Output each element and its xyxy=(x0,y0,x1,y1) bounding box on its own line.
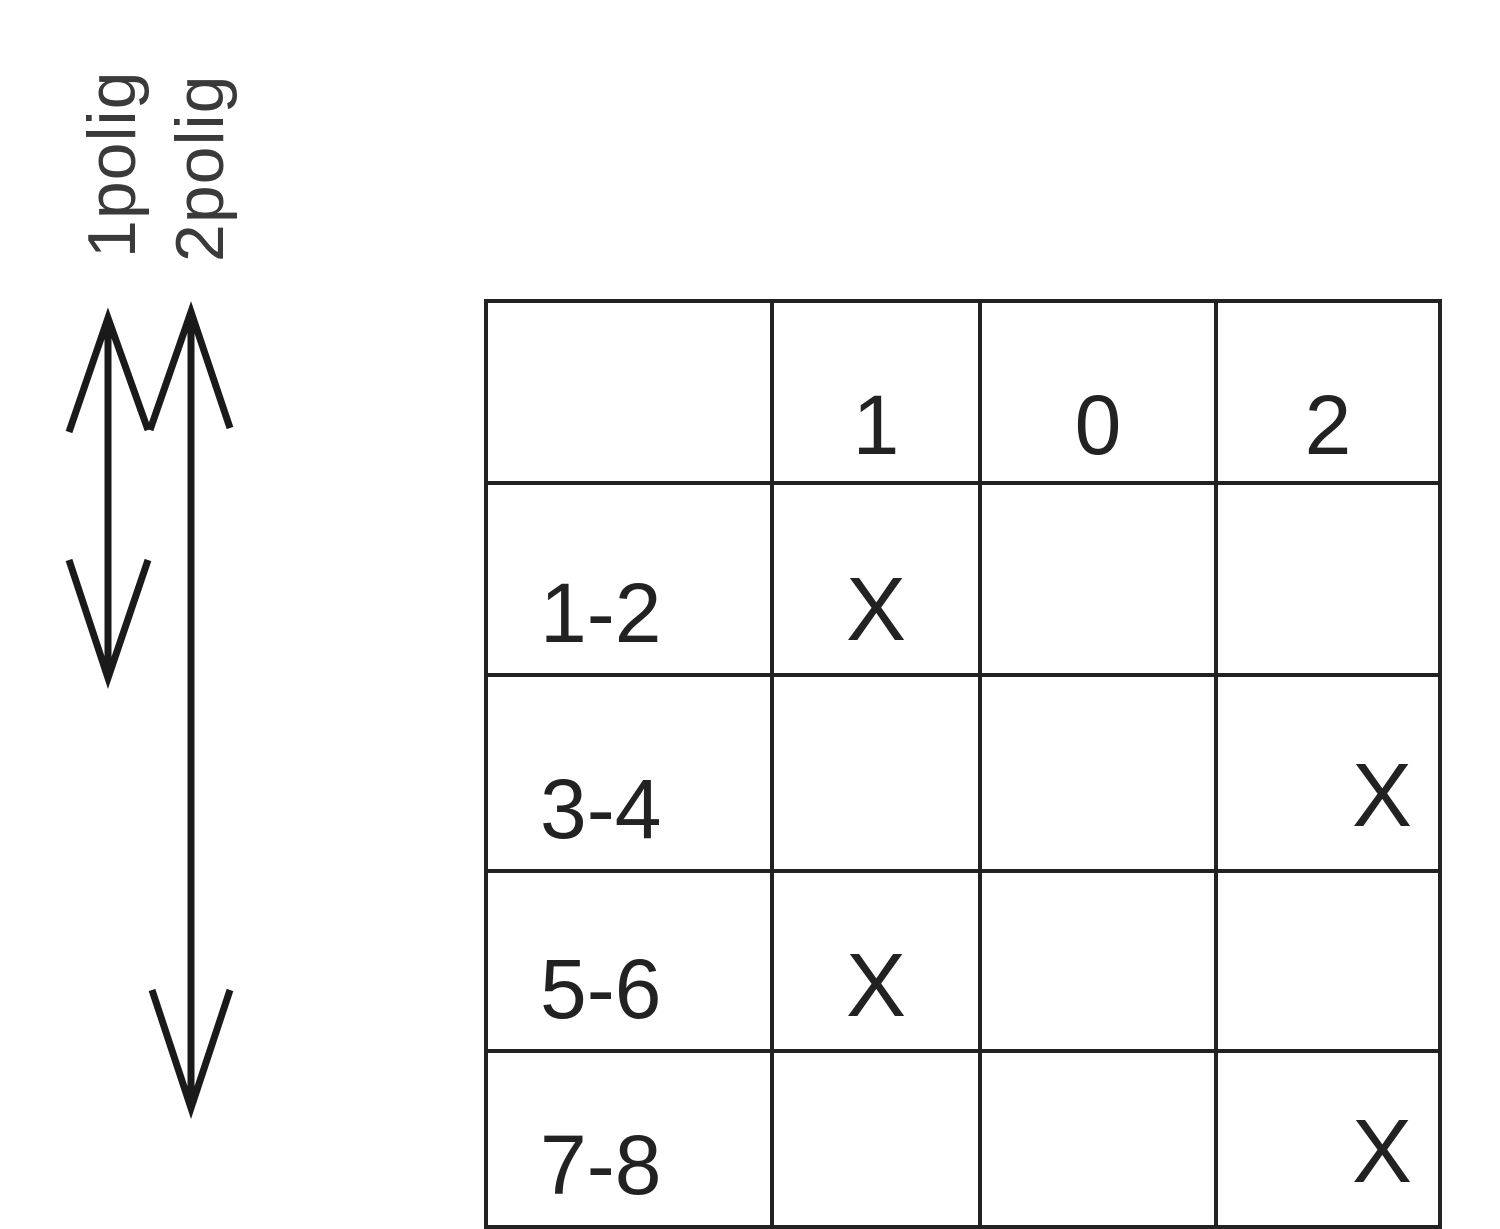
double-arrow-2polig-icon xyxy=(146,301,234,1120)
cell-pos2: X xyxy=(1214,673,1442,873)
table-header-row: 1 0 2 xyxy=(484,299,1442,485)
header-position-2: 2 xyxy=(1214,299,1442,485)
contact-label: 1-2 xyxy=(484,481,774,677)
cell-pos1 xyxy=(770,1049,982,1229)
cell-pos0 xyxy=(978,869,1218,1053)
double-arrow-1polig-icon xyxy=(65,307,152,690)
cell-pos1 xyxy=(770,673,982,873)
table-row: 7-8 X xyxy=(484,1049,1442,1229)
cell-pos0 xyxy=(978,481,1218,677)
cell-pos1: X xyxy=(770,869,982,1053)
cell-pos0 xyxy=(978,1049,1218,1229)
table-row: 1-2 X xyxy=(484,481,1442,677)
header-corner-cell xyxy=(484,299,774,485)
cell-pos2: X xyxy=(1214,1049,1442,1229)
contact-label: 5-6 xyxy=(484,869,774,1053)
table-row: 5-6 X xyxy=(484,869,1442,1053)
header-position-0: 0 xyxy=(978,299,1218,485)
cell-pos2 xyxy=(1214,869,1442,1053)
cell-pos1: X xyxy=(770,481,982,677)
contact-label: 3-4 xyxy=(484,673,774,873)
cell-pos2 xyxy=(1214,481,1442,677)
cell-pos0 xyxy=(978,673,1218,873)
switching-table: 1 0 2 1-2 X 3-4 X 5-6 X 7-8 X xyxy=(484,299,1442,1229)
table-row: 3-4 X xyxy=(484,673,1442,873)
pole-range-arrows xyxy=(65,301,234,1120)
contact-label: 7-8 xyxy=(484,1049,774,1229)
header-position-1: 1 xyxy=(770,299,982,485)
